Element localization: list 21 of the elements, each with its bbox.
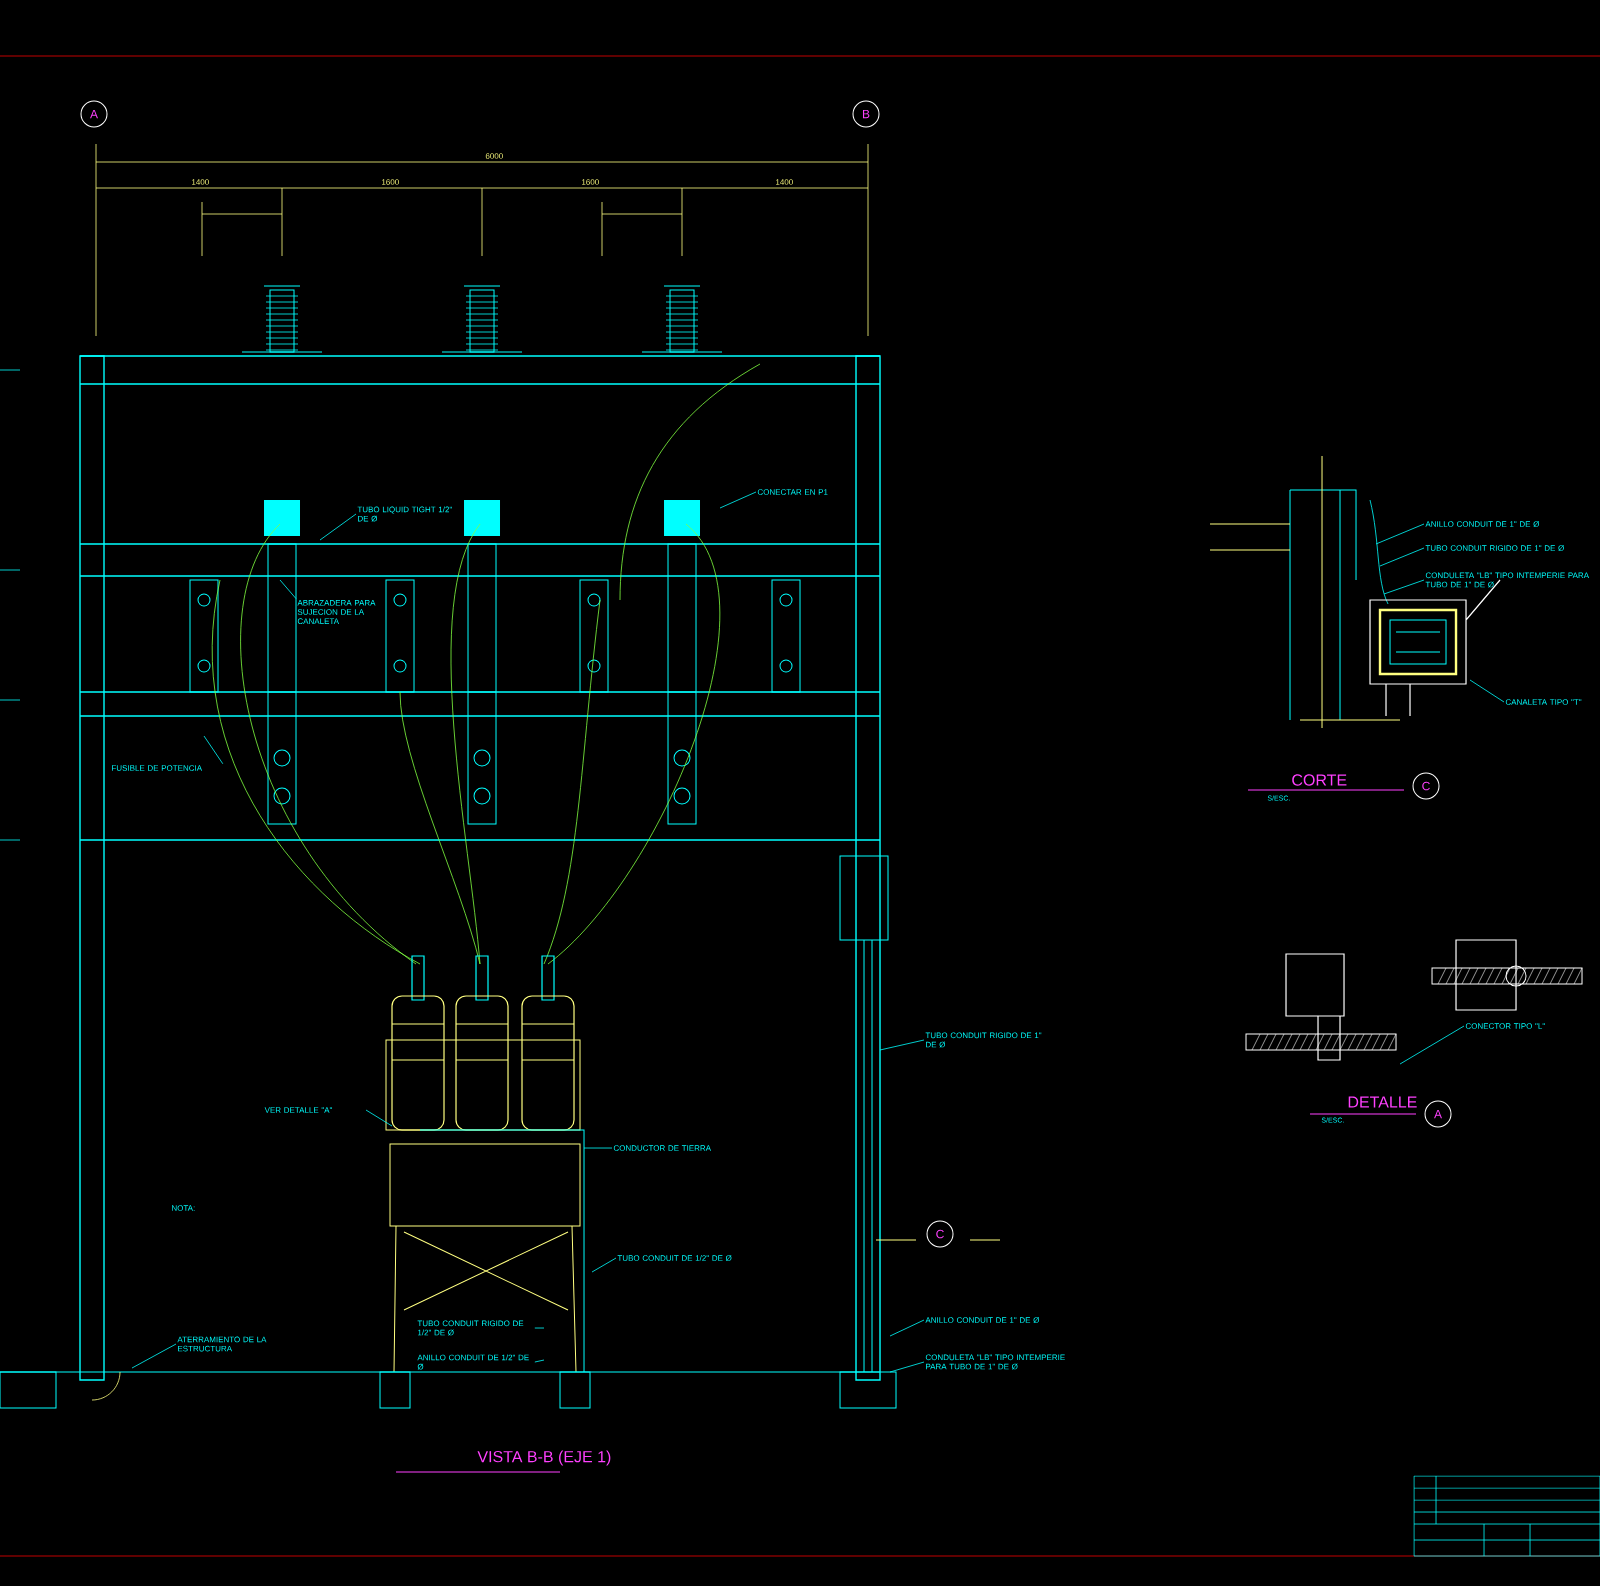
leader-line: [203, 735, 224, 765]
view-title: DETALLE: [1348, 1096, 1417, 1108]
leader-line: [534, 1359, 545, 1363]
leader-line: [1379, 547, 1425, 567]
leader-line: [1399, 1025, 1465, 1065]
leader-line: [1375, 523, 1425, 545]
leader-line: [719, 491, 757, 509]
leader-line: [365, 1109, 393, 1127]
leader-line: [889, 1319, 925, 1337]
leader-line: [131, 1343, 177, 1369]
leader-line: [591, 1257, 617, 1273]
view-title: CORTE: [1292, 774, 1347, 786]
view-title: VISTA B-B (EJE 1): [477, 1450, 611, 1466]
leader-line: [583, 1147, 613, 1149]
leader-line: [1469, 679, 1505, 703]
leader-line: [279, 579, 297, 599]
leader-line: [879, 1039, 925, 1051]
leader-line: [1383, 579, 1425, 595]
leader-line: [889, 1361, 925, 1373]
leader-line: [319, 513, 357, 541]
leader-line: [534, 1327, 545, 1329]
